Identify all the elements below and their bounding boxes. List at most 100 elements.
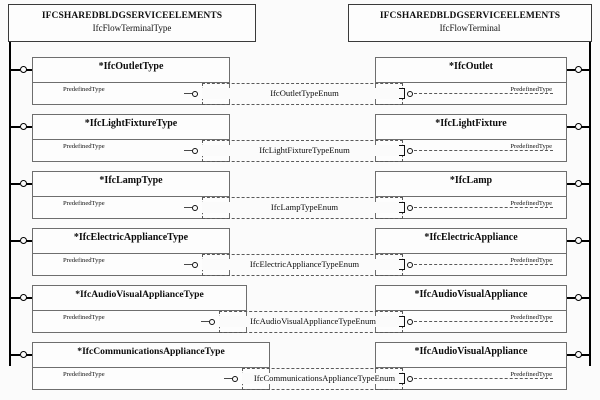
left-branch-0 xyxy=(9,69,20,71)
enum-right-bracket-1 xyxy=(399,145,405,156)
right-branch-1 xyxy=(581,126,589,128)
attribute-label-left-2: PredefinedType xyxy=(63,200,105,207)
right-branch-4 xyxy=(581,297,589,299)
right-branch-2 xyxy=(581,183,589,185)
schema-header-left-schema: IFCSHAREDBLDGSERVICEELEMENTS xyxy=(41,11,223,21)
right-branch-3 xyxy=(581,240,589,242)
enum-left-stub-4 xyxy=(201,321,209,323)
enum-right-circle-5[interactable] xyxy=(407,376,413,382)
entity-box-right-5[interactable]: *IfcAudioVisualAppliance xyxy=(375,342,567,368)
entity-title-left-3: *IfcElectricApplianceType xyxy=(73,232,189,243)
right-spine xyxy=(589,42,591,366)
enum-right-dash-2 xyxy=(414,207,553,208)
enum-left-circle-1[interactable] xyxy=(192,148,198,154)
enum-label-2: IfcLampTypeEnum xyxy=(202,202,407,213)
entity-title-left-0: *IfcOutletType xyxy=(98,61,164,72)
right-branch-5 xyxy=(581,354,589,356)
attribute-label-right-4: PredefinedType xyxy=(510,314,552,321)
enum-label-4: IfcAudioVisualApplianceTypeEnum xyxy=(219,316,407,327)
right-node-circle-5[interactable] xyxy=(575,351,582,358)
enum-left-circle-0[interactable] xyxy=(192,91,198,97)
entity-title-left-1: *IfcLightFixtureType xyxy=(84,118,178,129)
right-node-circle-4[interactable] xyxy=(575,294,582,301)
entity-title-left-2: *IfcLampType xyxy=(99,175,163,186)
enum-right-bracket-0 xyxy=(399,88,405,99)
right-node-circle-1[interactable] xyxy=(575,123,582,130)
entity-box-right-3[interactable]: *IfcElectricAppliance xyxy=(375,228,567,254)
attribute-label-left-4: PredefinedType xyxy=(63,314,105,321)
enum-left-circle-3[interactable] xyxy=(192,262,198,268)
enum-left-circle-4[interactable] xyxy=(209,319,215,325)
entity-box-right-4[interactable]: *IfcAudioVisualAppliance xyxy=(375,285,567,311)
enum-right-dash-1 xyxy=(414,150,553,151)
left-branch-tail-2 xyxy=(26,183,32,185)
right-branch-tail-3 xyxy=(567,240,575,242)
entity-box-left-2[interactable]: *IfcLampType xyxy=(32,171,230,197)
entity-title-right-0: *IfcOutlet xyxy=(449,61,493,72)
schema-header-left: IFCSHAREDBLDGSERVICEELEMENTS IfcFlowTerm… xyxy=(8,4,256,42)
enum-label-0: IfcOutletTypeEnum xyxy=(202,88,407,99)
entity-title-left-5: *IfcCommunicationsApplianceType xyxy=(77,346,225,357)
right-branch-tail-5 xyxy=(567,354,575,356)
right-node-circle-3[interactable] xyxy=(575,237,582,244)
entity-box-right-0[interactable]: *IfcOutlet xyxy=(375,57,567,83)
enum-right-circle-2[interactable] xyxy=(407,205,413,211)
right-branch-tail-2 xyxy=(567,183,575,185)
right-node-circle-0[interactable] xyxy=(575,66,582,73)
left-branch-tail-3 xyxy=(26,240,32,242)
attribute-box-left-0: PredefinedType xyxy=(32,83,230,105)
enum-right-dash-3 xyxy=(414,264,553,265)
right-branch-0 xyxy=(581,69,589,71)
enum-right-circle-1[interactable] xyxy=(407,148,413,154)
entity-title-left-4: *IfcAudioVisualApplianceType xyxy=(75,289,204,300)
entity-title-right-2: *IfcLamp xyxy=(449,175,493,186)
enum-left-stub-2 xyxy=(184,207,192,209)
entity-box-left-0[interactable]: *IfcOutletType xyxy=(32,57,230,83)
enum-left-circle-2[interactable] xyxy=(192,205,198,211)
enum-left-stub-1 xyxy=(184,150,192,152)
entity-title-right-1: *IfcLightFixture xyxy=(435,118,507,129)
enum-label-3: IfcElectricApplianceTypeEnum xyxy=(202,259,407,270)
enum-right-circle-0[interactable] xyxy=(407,91,413,97)
entity-box-left-1[interactable]: *IfcLightFixtureType xyxy=(32,114,230,140)
left-branch-tail-1 xyxy=(26,126,32,128)
enum-right-bracket-2 xyxy=(399,202,405,213)
entity-title-right-5: *IfcAudioVisualAppliance xyxy=(414,346,528,357)
enum-right-bracket-4 xyxy=(399,316,405,327)
right-node-circle-2[interactable] xyxy=(575,180,582,187)
left-branch-tail-0 xyxy=(26,69,32,71)
enum-label-5: IfcCommunicationsApplianceTypeEnum xyxy=(242,373,407,384)
left-branch-tail-4 xyxy=(26,297,32,299)
attribute-label-right-0: PredefinedType xyxy=(510,86,552,93)
enum-right-dash-4 xyxy=(414,321,553,322)
entity-box-right-2[interactable]: *IfcLamp xyxy=(375,171,567,197)
entity-box-right-1[interactable]: *IfcLightFixture xyxy=(375,114,567,140)
enum-left-stub-3 xyxy=(184,264,192,266)
enum-left-stub-0 xyxy=(184,93,192,95)
entity-box-left-3[interactable]: *IfcElectricApplianceType xyxy=(32,228,230,254)
schema-header-right-entity: IfcFlowTerminal xyxy=(439,23,501,33)
enum-left-circle-5[interactable] xyxy=(232,376,238,382)
schema-header-right-schema: IFCSHAREDBLDGSERVICEELEMENTS xyxy=(379,11,561,21)
attribute-label-right-1: PredefinedType xyxy=(510,143,552,150)
left-branch-3 xyxy=(9,240,20,242)
attribute-label-right-2: PredefinedType xyxy=(510,200,552,207)
schema-header-right: IFCSHAREDBLDGSERVICEELEMENTS IfcFlowTerm… xyxy=(348,4,592,42)
enum-right-circle-4[interactable] xyxy=(407,319,413,325)
attribute-label-left-3: PredefinedType xyxy=(63,257,105,264)
enum-right-circle-3[interactable] xyxy=(407,262,413,268)
enum-right-dash-0 xyxy=(414,93,553,94)
left-branch-4 xyxy=(9,297,20,299)
entity-box-left-5[interactable]: *IfcCommunicationsApplianceType xyxy=(32,342,270,368)
attribute-label-left-5: PredefinedType xyxy=(63,371,105,378)
attribute-label-left-0: PredefinedType xyxy=(63,86,105,93)
left-branch-1 xyxy=(9,126,20,128)
left-spine xyxy=(9,42,11,366)
attribute-box-left-1: PredefinedType xyxy=(32,140,230,162)
enum-label-1: IfcLightFixtureTypeEnum xyxy=(202,145,407,156)
attribute-label-right-5: PredefinedType xyxy=(510,371,552,378)
entity-box-left-4[interactable]: *IfcAudioVisualApplianceType xyxy=(32,285,247,311)
entity-title-right-4: *IfcAudioVisualAppliance xyxy=(414,289,528,300)
enum-right-bracket-3 xyxy=(399,259,405,270)
